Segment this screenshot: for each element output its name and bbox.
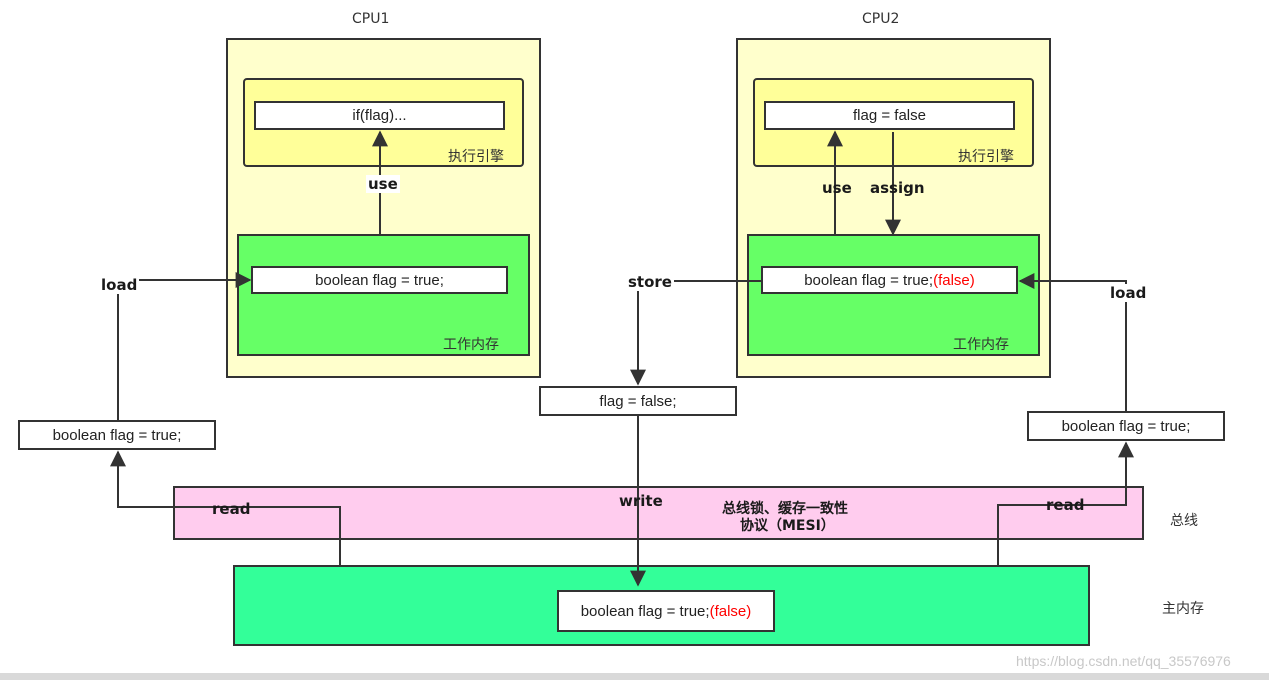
cpu2-working-memory-code-changed: (false) (933, 271, 975, 289)
transfer-box-left: boolean flag = true; (18, 420, 216, 450)
cpu1-engine-label: 执行引擎 (448, 149, 504, 165)
cpu1-title: CPU1 (352, 11, 390, 27)
label-use-cpu2: use (822, 179, 852, 197)
label-read-right: read (1046, 496, 1085, 514)
cpu2-title: CPU2 (862, 11, 900, 27)
label-load-left: load (99, 276, 140, 294)
watermark: https://blog.csdn.net/qq_35576976 (1016, 653, 1231, 669)
cpu2-engine-label: 执行引擎 (958, 149, 1014, 165)
bus-text-line1: 总线锁、缓存一致性 (722, 501, 848, 517)
cpu2-working-memory-code-value: boolean flag = true; (804, 271, 934, 289)
label-write: write (619, 492, 663, 510)
label-read-left: read (212, 500, 251, 518)
cpu1-working-memory (237, 234, 530, 356)
cpu2-engine-code: flag = false (764, 101, 1015, 130)
main-memory-code: boolean flag = true;(false) (557, 590, 775, 632)
bus-text-line2: 协议（MESI） (740, 518, 835, 534)
label-use-cpu1: use (366, 175, 400, 193)
cpu1-working-memory-code: boolean flag = true; (251, 266, 508, 294)
main-memory-code-changed: (false) (709, 602, 752, 620)
label-load-right: load (1108, 284, 1149, 302)
cpu1-engine-code: if(flag)... (254, 101, 505, 130)
bus-side-label: 总线 (1170, 513, 1198, 529)
label-store: store (626, 273, 674, 291)
main-memory-side-label: 主内存 (1162, 601, 1204, 617)
bottom-strip (0, 673, 1269, 680)
label-assign-cpu2: assign (870, 179, 925, 197)
main-memory-code-value: boolean flag = true; (580, 602, 710, 620)
transfer-box-right: boolean flag = true; (1027, 411, 1225, 441)
transfer-box-middle: flag = false; (539, 386, 737, 416)
cpu2-working-memory-code: boolean flag = true;(false) (761, 266, 1018, 294)
cpu2-working-memory-label: 工作内存 (953, 337, 1009, 353)
cpu1-working-memory-label: 工作内存 (443, 337, 499, 353)
